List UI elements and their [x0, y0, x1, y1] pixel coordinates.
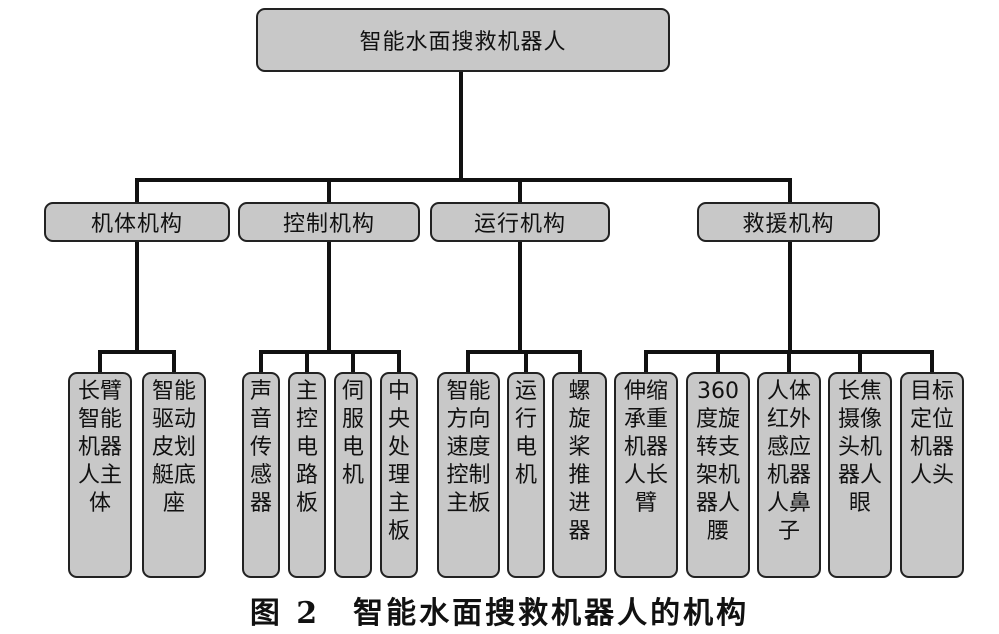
leaf-node: 运 行 电 机: [507, 372, 545, 578]
category-label: 救援机构: [742, 212, 835, 237]
root-node: 智能水面搜救机器人: [256, 8, 670, 72]
leaf-node: 中 央 处 理 主 板: [380, 372, 418, 578]
leaf-node: 主 控 电 路 板: [288, 372, 326, 578]
leaf-node: 人体 红外 感应 机器 人鼻 子: [757, 372, 821, 578]
root-label: 智能水面搜救机器人: [359, 30, 567, 55]
leaf-label: 360 度旋 转支 架机 器人 腰: [695, 379, 740, 544]
category-body-mechanism: 机体机构: [44, 202, 230, 242]
leaf-node: 长臂 智能 机器 人主 体: [68, 372, 132, 578]
leaf-node: 智能 方向 速度 控制 主板: [437, 372, 500, 578]
category-rescue-mechanism: 救援机构: [697, 202, 880, 242]
category-label: 控制机构: [282, 212, 375, 237]
leaf-label: 声 音 传 感 器: [249, 379, 272, 516]
category-label: 机体机构: [90, 212, 183, 237]
leaf-label: 主 控 电 路 板: [295, 379, 318, 516]
leaf-node: 伺 服 电 机: [334, 372, 372, 578]
leaf-node: 360 度旋 转支 架机 器人 腰: [686, 372, 750, 578]
leaf-node: 目标 定位 机器 人头: [900, 372, 964, 578]
leaf-label: 人体 红外 感应 机器 人鼻 子: [766, 379, 811, 544]
figure-caption: 图 2 智能水面搜救机器人的机构: [249, 596, 750, 631]
leaf-node: 长焦 摄像 头机 器人 眼: [828, 372, 892, 578]
leaf-node: 声 音 传 感 器: [242, 372, 280, 578]
leaf-label: 长焦 摄像 头机 器人 眼: [837, 379, 882, 516]
leaf-label: 中 央 处 理 主 板: [387, 379, 410, 544]
leaf-label: 螺 旋 桨 推 进 器: [568, 379, 591, 544]
leaf-label: 伸缩 承重 机器 人长 臂: [623, 379, 668, 516]
category-control-mechanism: 控制机构: [238, 202, 420, 242]
leaf-node: 伸缩 承重 机器 人长 臂: [614, 372, 678, 578]
category-label: 运行机构: [473, 212, 566, 237]
leaf-label: 伺 服 电 机: [341, 379, 364, 488]
category-operation-mechanism: 运行机构: [430, 202, 610, 242]
leaf-label: 智能 方向 速度 控制 主板: [446, 379, 491, 516]
leaf-label: 智能 驱动 皮划 艇底 座: [151, 379, 196, 516]
leaf-node: 智能 驱动 皮划 艇底 座: [142, 372, 206, 578]
leaf-label: 运 行 电 机: [514, 379, 537, 488]
leaf-node: 螺 旋 桨 推 进 器: [552, 372, 607, 578]
leaf-label: 长臂 智能 机器 人主 体: [77, 379, 122, 516]
leaf-label: 目标 定位 机器 人头: [909, 379, 954, 488]
